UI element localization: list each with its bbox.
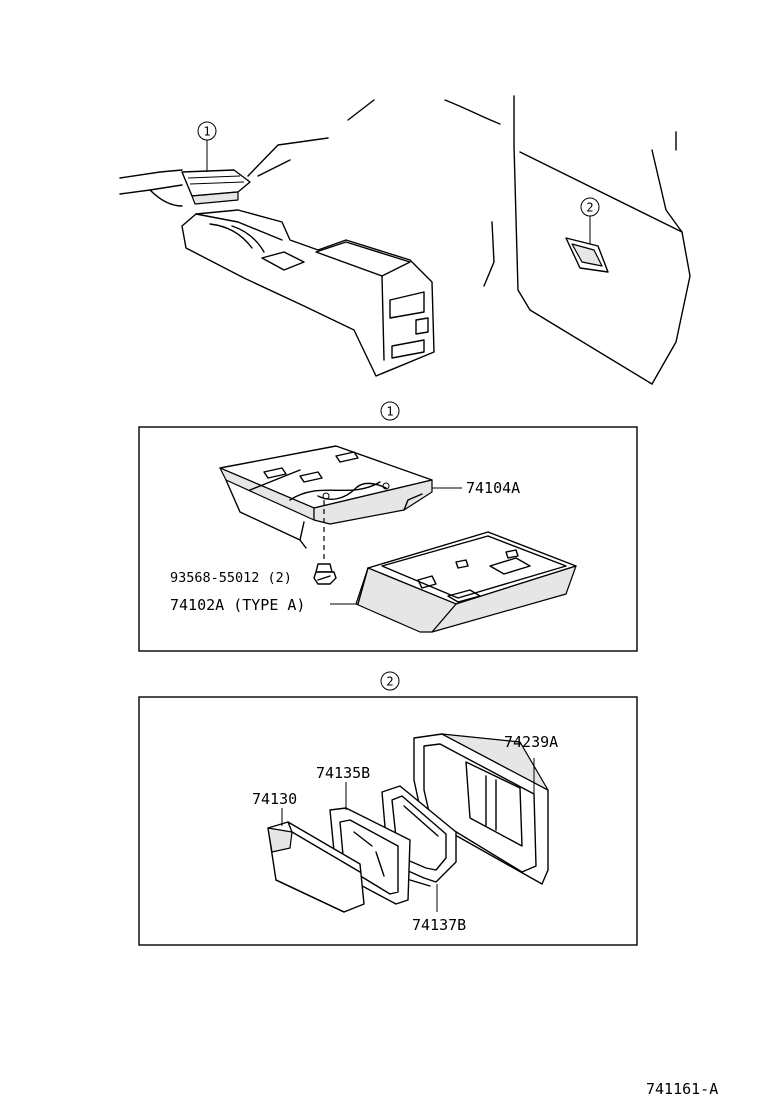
section-2-frame [138, 696, 638, 946]
part-label-74130: 74130 [252, 790, 297, 808]
section-1-marker: 1 [380, 401, 400, 421]
housing-74239A [413, 733, 549, 885]
callout-1: 1 [197, 121, 217, 172]
overview-illustration: 1 2 [119, 95, 691, 385]
screw-icon [313, 563, 337, 585]
svg-text:1: 1 [203, 125, 210, 139]
part-label-74239A: 74239A [504, 733, 558, 751]
ashtray-74102A [355, 531, 577, 633]
rear-ashtray-location-icon [565, 237, 609, 273]
drawing-number: 741161-A [646, 1080, 718, 1098]
part-label-74137B: 74137B [412, 916, 466, 934]
part-label-74102A: 74102A (TYPE A) [170, 596, 305, 614]
bracket-74104A [219, 445, 433, 549]
svg-text:2: 2 [586, 201, 593, 215]
svg-text:2: 2 [386, 675, 393, 689]
center-console-icon [181, 209, 435, 377]
svg-text:1: 1 [386, 405, 393, 419]
ashtray-location-icon [181, 169, 251, 205]
part-label-93568-55012: 93568-55012 (2) [170, 570, 292, 586]
section-1-frame [138, 426, 638, 652]
callout-2: 2 [580, 197, 600, 244]
part-label-74135B: 74135B [316, 764, 370, 782]
part-label-74104A: 74104A [466, 479, 520, 497]
tray-74130 [267, 821, 365, 913]
rear-door-panel-icon [513, 95, 691, 385]
section-2-marker: 2 [380, 671, 400, 691]
